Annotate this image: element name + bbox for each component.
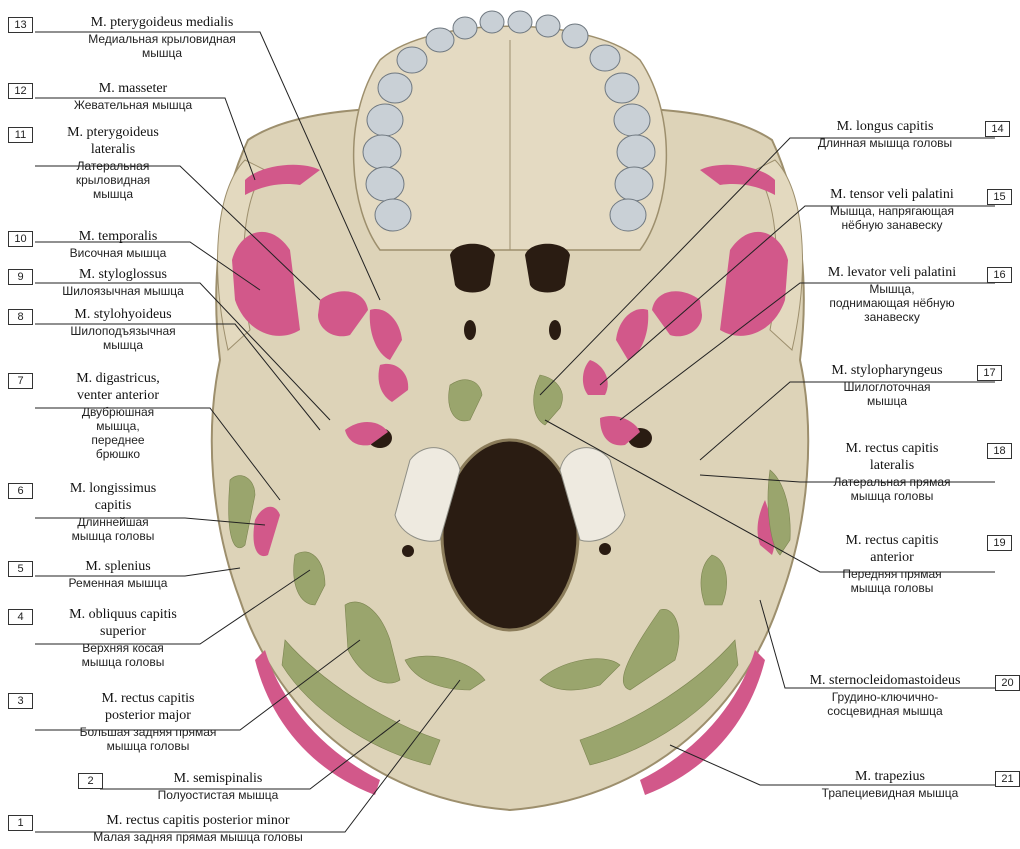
label-number: 21	[995, 771, 1020, 787]
label-15: 15 M. tensor veli palatini Мышца, напряг…	[812, 186, 972, 232]
label-2: 2 M. semispinalis Полуостистая мышца	[118, 770, 318, 802]
russian-name: Трапециевидная мышца	[800, 786, 980, 800]
label-number: 7	[8, 373, 33, 389]
label-21: 21 M. trapezius Трапециевидная мышца	[800, 768, 980, 800]
russian-name: Височная мышца	[48, 246, 188, 260]
label-9: 9 M. styloglossus Шилоязычная мышца	[48, 266, 198, 298]
latin-name: M. temporalis	[48, 228, 188, 245]
label-6: 6 M. longissimus capitis Длиннейшая мышц…	[48, 480, 178, 543]
russian-name: Передняя прямая мышца головы	[812, 567, 972, 595]
russian-name: Мышца, напрягающая нёбную занавеску	[812, 204, 972, 232]
label-7: 7 M. digastricus, venter anterior Двубрю…	[48, 370, 188, 461]
latin-name: M. stylohyoideus	[48, 306, 198, 323]
label-5: 5 M. splenius Ременная мышца	[48, 558, 188, 590]
label-17: 17 M. stylopharyngeus Шилоглоточная мышц…	[812, 362, 962, 408]
label-number: 17	[977, 365, 1002, 381]
latin-name: M. semispinalis	[118, 770, 318, 787]
latin-name: M. trapezius	[800, 768, 980, 785]
label-number: 4	[8, 609, 33, 625]
choana-left	[450, 244, 495, 293]
latin-name: M. pterygoideus medialis	[48, 14, 276, 31]
label-12: 12 M. masseter Жевательная мышца	[48, 80, 218, 112]
label-19: 19 M. rectus capitis anterior Передняя п…	[812, 532, 972, 595]
latin-name: M. pterygoideus lateralis	[48, 124, 178, 158]
russian-name: Шилоподъязычная мышца	[48, 324, 198, 352]
latin-name: M. rectus capitis posterior major	[48, 690, 248, 724]
label-18: 18 M. rectus capitis lateralis Латеральн…	[812, 440, 972, 503]
label-number: 14	[985, 121, 1010, 137]
latin-name: M. styloglossus	[48, 266, 198, 283]
label-10: 10 M. temporalis Височная мышца	[48, 228, 188, 260]
label-8: 8 M. stylohyoideus Шилоподъязычная мышца	[48, 306, 198, 352]
russian-name: Двубрюшная мышца, переднее брюшко	[48, 405, 188, 461]
russian-name: Шилоязычная мышца	[48, 284, 198, 298]
russian-name: Ременная мышца	[48, 576, 188, 590]
label-number: 19	[987, 535, 1012, 551]
label-number: 15	[987, 189, 1012, 205]
label-number: 12	[8, 83, 33, 99]
russian-name: Шилоглоточная мышца	[812, 380, 962, 408]
choana-right	[525, 244, 570, 293]
latin-name: M. longus capitis	[800, 118, 970, 135]
latin-name: M. stylopharyngeus	[812, 362, 962, 379]
label-13: 13 M. pterygoideus medialis Медиальная к…	[48, 14, 276, 60]
latin-name: M. splenius	[48, 558, 188, 575]
russian-name: Мышца, поднимающая нёбную занавеску	[812, 282, 972, 324]
foramen-magnum	[442, 440, 578, 630]
latin-name: M. longissimus capitis	[48, 480, 178, 514]
label-number: 9	[8, 269, 33, 285]
latin-name: M. obliquus capitis superior	[48, 606, 198, 640]
latin-name: M. rectus capitis lateralis	[812, 440, 972, 474]
latin-name: M. rectus capitis anterior	[812, 532, 972, 566]
russian-name: Большая задняя прямая мышца головы	[48, 725, 248, 753]
latin-name: M. digastricus, venter anterior	[48, 370, 188, 404]
russian-name: Малая задняя прямая мышца головы	[48, 830, 348, 844]
latin-name: M. levator veli palatini	[812, 264, 972, 281]
russian-name: Латеральная крыловидная мышца	[48, 159, 178, 201]
label-number: 11	[8, 127, 33, 143]
label-number: 5	[8, 561, 33, 577]
russian-name: Медиальная крыловидная мышца	[48, 32, 276, 60]
label-11: 11 M. pterygoideus lateralis Латеральная…	[48, 124, 178, 201]
label-number: 1	[8, 815, 33, 831]
label-16: 16 M. levator veli palatini Мышца, подни…	[812, 264, 972, 324]
russian-name: Латеральная прямая мышца головы	[812, 475, 972, 503]
russian-name: Жевательная мышца	[48, 98, 218, 112]
label-number: 3	[8, 693, 33, 709]
label-number: 2	[78, 773, 103, 789]
russian-name: Длинная мышца головы	[800, 136, 970, 150]
label-number: 18	[987, 443, 1012, 459]
label-number: 6	[8, 483, 33, 499]
russian-name: Полуостистая мышца	[118, 788, 318, 802]
latin-name: M. sternocleidomastoideus	[790, 672, 980, 689]
label-number: 8	[8, 309, 33, 325]
label-number: 16	[987, 267, 1012, 283]
label-1: 1 M. rectus capitis posterior minor Мала…	[48, 812, 348, 844]
russian-name: Грудино-ключично- сосцевидная мышца	[790, 690, 980, 718]
label-14: 14 M. longus capitis Длинная мышца голов…	[800, 118, 970, 150]
latin-name: M. tensor veli palatini	[812, 186, 972, 203]
russian-name: Длиннейшая мышца головы	[48, 515, 178, 543]
label-number: 20	[995, 675, 1020, 691]
label-20: 20 M. sternocleidomastoideus Грудино-клю…	[790, 672, 980, 718]
label-number: 13	[8, 17, 33, 33]
label-4: 4 M. obliquus capitis superior Верхняя к…	[48, 606, 198, 669]
latin-name: M. masseter	[48, 80, 218, 97]
latin-name: M. rectus capitis posterior minor	[48, 812, 348, 829]
russian-name: Верхняя косая мышца головы	[48, 641, 198, 669]
label-3: 3 M. rectus capitis posterior major Боль…	[48, 690, 248, 753]
label-number: 10	[8, 231, 33, 247]
